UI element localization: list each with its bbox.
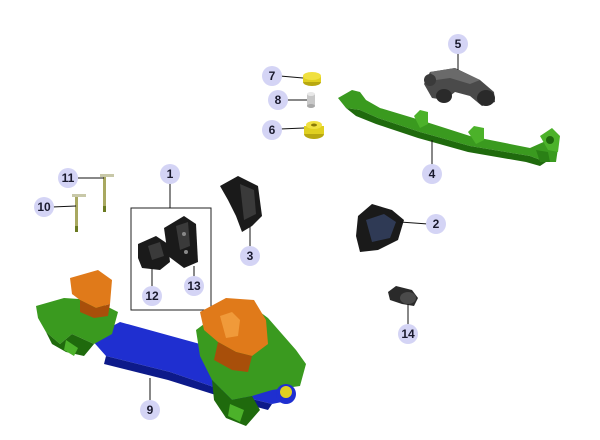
part-2-bracket[interactable] [356,204,404,252]
part-4-cross-member[interactable] [338,90,560,166]
svg-text:9: 9 [147,403,154,417]
svg-text:13: 13 [187,279,201,293]
callout-14[interactable]: 14 [398,324,418,344]
svg-text:10: 10 [37,200,51,214]
part-3-bracket[interactable] [220,176,262,232]
leader-6 [279,127,305,130]
callout-10[interactable]: 10 [34,197,54,217]
part-7-bushing[interactable] [303,72,321,86]
leader-10 [51,205,77,208]
callout-12[interactable]: 12 [142,286,162,306]
callout-1[interactable]: 1 [160,164,180,184]
part-12-bracket[interactable] [138,236,170,270]
svg-text:2: 2 [433,217,440,231]
callout-13[interactable]: 13 [184,276,204,296]
svg-text:4: 4 [429,167,436,181]
callout-3[interactable]: 3 [240,246,260,266]
callout-8[interactable]: 8 [268,90,288,110]
part-6-bushing[interactable] [304,121,324,139]
callout-9[interactable]: 9 [140,400,160,420]
svg-text:12: 12 [145,289,159,303]
svg-text:3: 3 [247,249,254,263]
part-11-bolt[interactable] [100,174,114,212]
callout-5[interactable]: 5 [448,34,468,54]
svg-text:14: 14 [401,327,415,341]
callout-2[interactable]: 2 [426,214,446,234]
callout-6[interactable]: 6 [262,120,282,140]
leader-2 [399,221,429,225]
callout-11[interactable]: 11 [58,168,78,188]
part-14-bolt[interactable] [388,286,418,306]
part-10-bolt[interactable] [72,194,86,232]
callout-7[interactable]: 7 [262,66,282,86]
callout-4[interactable]: 4 [422,164,442,184]
svg-text:6: 6 [269,123,276,137]
part-13-bracket[interactable] [164,216,198,268]
part-5-upper-mount[interactable] [424,68,495,106]
svg-text:8: 8 [275,93,282,107]
svg-text:1: 1 [167,167,174,181]
svg-text:5: 5 [455,37,462,51]
svg-text:7: 7 [269,69,276,83]
leader-7 [279,75,304,79]
part-1-kit-box [130,207,212,311]
svg-text:11: 11 [62,171,75,185]
part-8-pin[interactable] [307,92,315,108]
part-9-front-frame[interactable] [36,270,306,426]
